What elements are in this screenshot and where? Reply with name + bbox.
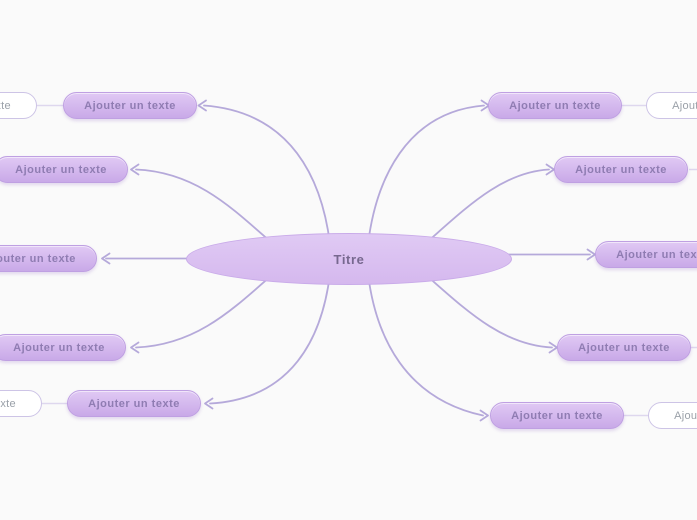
branch-label: Ajouter un texte [511,409,603,422]
branch-label: Ajouter un texte [0,252,76,265]
arrowhead-icon [101,252,111,265]
connector-right-1 [367,104,485,245]
connector-right-2 [425,168,550,244]
root-node[interactable]: Titre [186,233,512,285]
root-label: Titre [333,251,365,267]
branch-node-right-2[interactable]: Ajouter un texte [554,156,688,183]
branch-label: Ajouter un texte [578,341,670,354]
branch-label: Ajouter un texte [616,248,697,261]
arrowhead-icon [130,163,140,176]
ghost-node[interactable]: Ajouter un texte [0,390,42,417]
connector-left-2 [135,168,273,244]
arrowhead-icon [130,341,140,354]
arrowhead-icon [197,99,207,112]
branch-node-left-2[interactable]: Ajouter un texte [0,156,128,183]
connector-left-5 [209,273,331,405]
branch-node-right-3[interactable]: Ajouter un texte [595,241,697,268]
branch-node-right-4[interactable]: Ajouter un texte [557,334,691,361]
connector-right-4 [425,274,553,349]
ghost-label: Ajouter un texte [674,409,697,422]
branch-node-left-4[interactable]: Ajouter un texte [0,334,126,361]
ghost-label: Ajouter un texte [672,99,697,112]
branch-label: Ajouter un texte [88,397,180,410]
ghost-label: Ajouter un texte [0,99,11,112]
branch-node-right-1[interactable]: Ajouter un texte [488,92,622,119]
ghost-label: Ajouter un texte [0,397,16,410]
ghost-node[interactable]: Ajouter un texte [646,92,697,119]
branch-node-left-3[interactable]: Ajouter un texte [0,245,97,272]
branch-label: Ajouter un texte [13,341,105,354]
connector-left-4 [135,274,273,349]
branch-node-left-1[interactable]: Ajouter un texte [63,92,197,119]
branch-label: Ajouter un texte [84,99,176,112]
ghost-node[interactable]: Ajouter un texte [0,92,37,119]
connector-left-1 [203,104,331,245]
arrowhead-icon [479,409,489,422]
arrowhead-icon [204,397,214,410]
connector-right-5 [367,273,484,417]
branch-node-left-5[interactable]: Ajouter un texte [67,390,201,417]
branch-label: Ajouter un texte [509,99,601,112]
branch-label: Ajouter un texte [575,163,667,176]
ghost-node[interactable]: Ajouter un texte [648,402,697,429]
branch-label: Ajouter un texte [15,163,107,176]
branch-node-right-5[interactable]: Ajouter un texte [490,402,624,429]
